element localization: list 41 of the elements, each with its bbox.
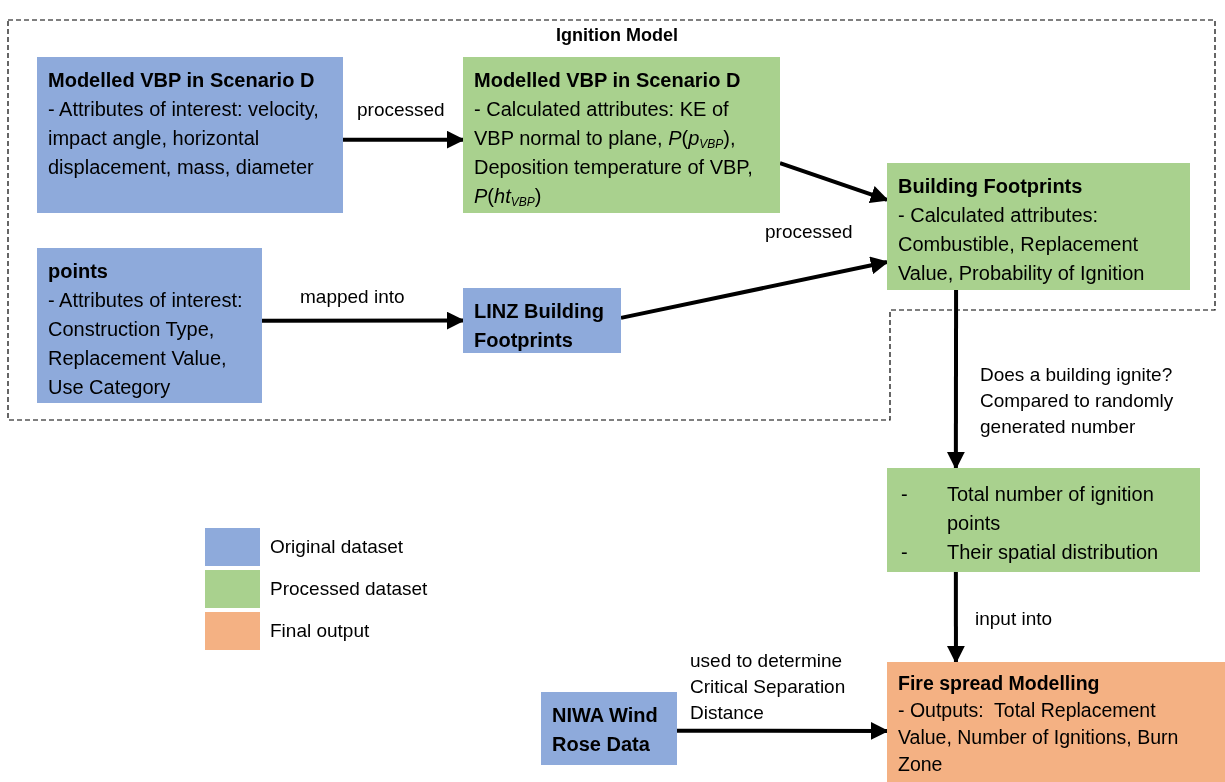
edge-label: mapped into [300,285,405,309]
legend-label: Original dataset [270,534,404,559]
dataset-box [541,692,677,765]
dataset-box [37,248,262,403]
arrow [620,256,889,320]
arrow [779,161,889,204]
box-heading: NIWA Wind Rose Data [552,703,659,757]
box-heading: Modelled VBP in Scenario D [474,68,742,93]
box-heading: Fire spread Modelling [898,671,1101,696]
dataset-box [887,163,1190,290]
arrow [343,130,465,149]
legend-label: Processed dataset [270,576,428,601]
edge-label: processed [765,220,853,244]
bullet-dash: - [901,540,909,565]
list-item: Total number of ignition points [947,482,1155,536]
legend-label: Final output [270,618,370,643]
arrow [262,311,465,330]
dataset-box [887,662,1225,782]
box-body: - Attributes of interest: velocity, impact angle, horizontal displacement, mass, diameter [48,97,320,180]
dataset-box [463,288,621,353]
edge-label: input into [975,607,1053,631]
box-body: - Calculated attributes: KE of VBP normal to plane, P(p$_{VBP}$), Deposition temperature of VBP, P(ht$_{VBP}$) [474,97,754,211]
box-body: - Calculated attributes: Combustible, Replacement Value, Probability of Ignition [898,203,1146,286]
dataset-box [463,57,780,213]
edge-label: processed [357,98,445,122]
dataset-box [37,57,343,213]
arrow [677,722,889,740]
box-heading: LINZ Building Footprints [474,299,605,353]
list-item: Their spatial distribution [947,540,1160,565]
arrow [946,572,965,664]
dataset-box [887,468,1200,572]
group-title: Ignition Model [556,24,678,47]
edge-label: used to determine Critical Separation Distance [690,649,847,725]
box-heading: Building Footprints [898,174,1084,199]
bullet-dash: - [901,482,909,507]
box-heading: Modelled VBP in Scenario D [48,68,316,93]
box-body: - Outputs: Total Replacement Value, Number of Ignitions, Burn Zone [898,698,1180,777]
box-heading: points [48,259,109,284]
arrow [946,290,965,470]
box-body: - Attributes of interest: Construction Type, Replacement Value, Use Category [48,288,244,400]
edge-label: Does a building ignite? Compared to randomly generated number [980,363,1175,439]
